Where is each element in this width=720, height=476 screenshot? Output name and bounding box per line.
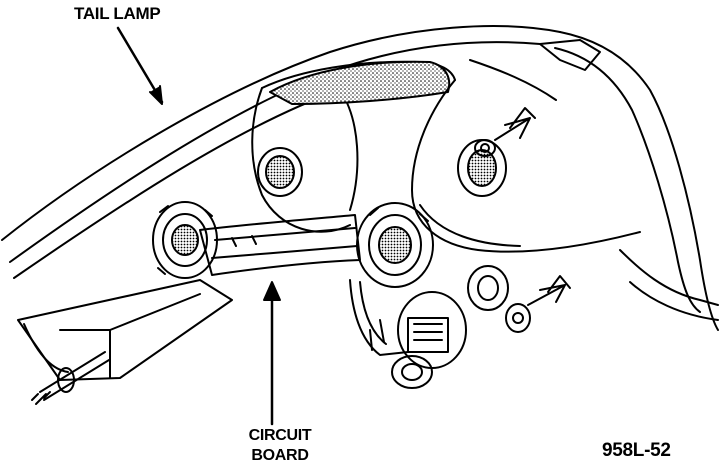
- socket-right-lower: [467, 265, 509, 311]
- socket-center: [356, 202, 434, 288]
- circuit-board-label: CIRCUIT BOARD: [240, 426, 320, 466]
- reflector-left: [251, 87, 351, 233]
- reflector-opening: [257, 147, 303, 197]
- reflector-hatched: [269, 60, 451, 105]
- housing-lower-bar: [17, 279, 233, 381]
- bulb-arrow-upper: [494, 107, 536, 141]
- bulb-arrow-lower: [527, 275, 571, 306]
- housing-bottom-right: [619, 249, 719, 306]
- housing-right-edge: [559, 31, 719, 331]
- tail-lamp-label: TAIL LAMP: [74, 4, 161, 23]
- wire-connector: [407, 317, 449, 353]
- circuit-board-label-line2: BOARD: [251, 447, 309, 464]
- housing-inner-curve: [9, 41, 541, 263]
- housing-right-inner: [554, 47, 701, 313]
- housing-lip-curve: [13, 89, 341, 279]
- reflector-right: [411, 79, 641, 253]
- housing-outer-curve: [1, 25, 561, 241]
- circuit-board: [199, 214, 361, 276]
- socket-left: [152, 201, 218, 279]
- circuit-board-label-line1: CIRCUIT: [248, 427, 312, 444]
- figure-code: 958L-52: [602, 440, 671, 461]
